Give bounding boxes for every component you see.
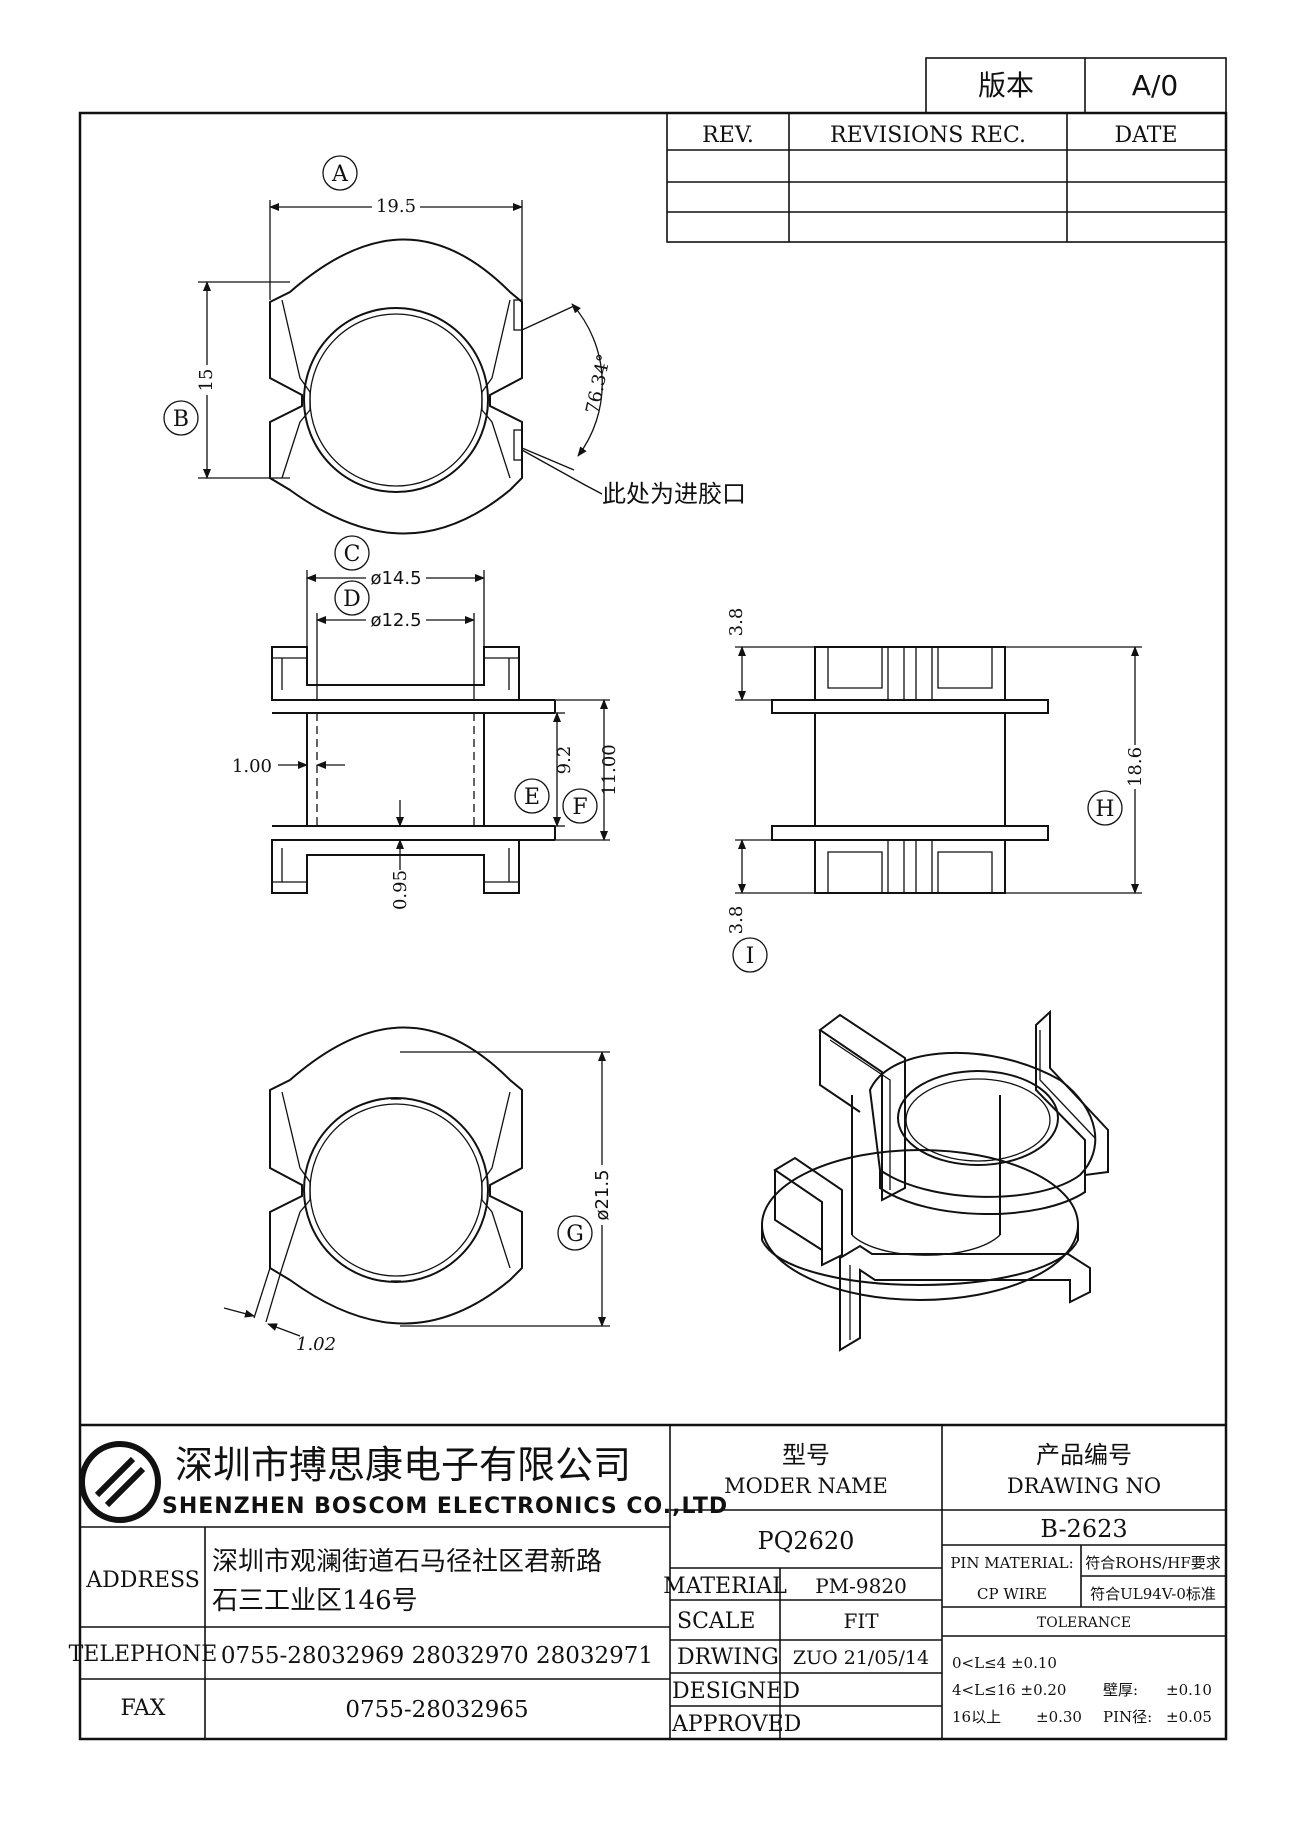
tolerance-title: TOLERANCE [1037,1615,1131,1631]
top-view: 19.5 A 15 B 76.34° 此处为进胶口 [163,155,746,535]
address-line1: 深圳市观澜街道石马径社区君新路 [212,1547,602,1577]
cp-wire-label: CP WIRE [977,1585,1047,1603]
label-a: A [331,162,349,187]
version-box: 版本 A/0 [925,57,1227,114]
company-name-cn: 深圳市搏思康电子有限公司 [175,1443,631,1487]
dim-dia-g: ø21.5 [592,1169,613,1220]
drawing-frame [78,111,1228,1741]
tolerance-pin-value: ±0.05 [1166,1708,1212,1726]
model-label-cn: 型号 [782,1441,830,1469]
pin-material-value: 符合ROHS/HF要求 [1085,1554,1221,1572]
tolerance-row1: 0<L≤4 ±0.10 [952,1654,1057,1672]
drawing-no-label-cn: 产品编号 [1036,1441,1132,1469]
date-header: DATE [1114,123,1177,148]
tolerance-wall-value: ±0.10 [1166,1681,1212,1699]
dim-width-a: 19.5 [376,196,416,217]
cp-wire-value: 符合UL94V-0标准 [1090,1585,1216,1603]
dim-winding-e: 9.2 [554,746,575,775]
label-f: F [572,795,587,820]
isometric-view [761,1009,1109,1352]
scale-value: FIT [843,1609,879,1633]
fax-label: FAX [121,1696,166,1721]
drawing-no-label-en: DRAWING NO [1007,1474,1161,1498]
dim-flange: 0.95 [390,870,411,910]
bottom-view: ø21.5 G 1.02 [223,1026,613,1355]
drwing-value: ZUO 21/05/14 [793,1647,929,1669]
label-d: D [343,587,361,612]
telephone-value: 0755-28032969 28032970 28032971 [221,1643,653,1669]
dim-total-h: 18.6 [1125,747,1146,787]
material-label: MATERIAL [663,1574,787,1599]
dim-inner-dia-d: ø12.5 [370,610,421,631]
dim-height-b: 15 [196,369,217,392]
dim-bottom-flange: 3.8 [726,906,747,935]
drwing-label: DRWING [677,1645,779,1670]
rev-header: REV. [702,123,754,148]
dim-slot: 1.02 [296,1334,336,1355]
tolerance-pin-label: PIN径: [1103,1708,1152,1726]
company-logo [79,1441,161,1523]
address-label: ADDRESS [85,1568,200,1593]
revision-table: REV. REVISIONS REC. DATE [666,112,1227,243]
label-b: B [173,407,189,432]
scale-label: SCALE [677,1609,755,1634]
label-g: G [566,1222,584,1247]
dim-wall: 1.00 [232,756,272,777]
label-e: E [524,785,540,810]
pin-material-label: PIN MATERIAL: [950,1554,1073,1572]
fax-value: 0755-28032965 [345,1697,528,1723]
drawing-no-value: B-2623 [1040,1515,1127,1543]
model-label-en: MODER NAME [724,1474,888,1498]
dim-angle: 76.34° [582,352,615,416]
version-label: 版本 [978,69,1034,102]
side-view: 3.8 3.8 I 18.6 H [726,608,1146,973]
front-view: ø14.5 C ø12.5 D 1.00 9.2 E 11.00 F 0.95 [232,535,620,910]
tolerance-row3-b: ±0.30 [1036,1708,1082,1726]
designed-label: DESIGNED [672,1679,800,1704]
address-line2: 石三工业区146号 [212,1586,418,1616]
note-gate: 此处为进胶口 [602,480,746,508]
label-c: C [344,542,361,567]
model-value: PQ2620 [758,1527,855,1555]
approved-label: APPROVED [671,1712,801,1737]
label-i: I [746,944,755,969]
tolerance-row3-a: 16以上 [952,1708,1001,1726]
revisions-rec-header: REVISIONS REC. [830,123,1026,148]
label-h: H [1095,797,1114,822]
telephone-label: TELEPHONE [69,1642,218,1667]
material-value: PM-9820 [815,1574,907,1598]
tolerance-row2: 4<L≤16 ±0.20 [952,1681,1066,1699]
title-block [80,1423,1226,1739]
dim-top-flange: 3.8 [726,608,747,637]
company-name-en: SHENZHEN BOSCOM ELECTRONICS CO.,LTD [162,1494,728,1519]
version-value: A/0 [1132,69,1178,102]
dim-height-f: 11.00 [599,744,620,796]
tolerance-wall-label: 壁厚: [1103,1681,1138,1699]
dim-outer-dia-c: ø14.5 [370,568,421,589]
